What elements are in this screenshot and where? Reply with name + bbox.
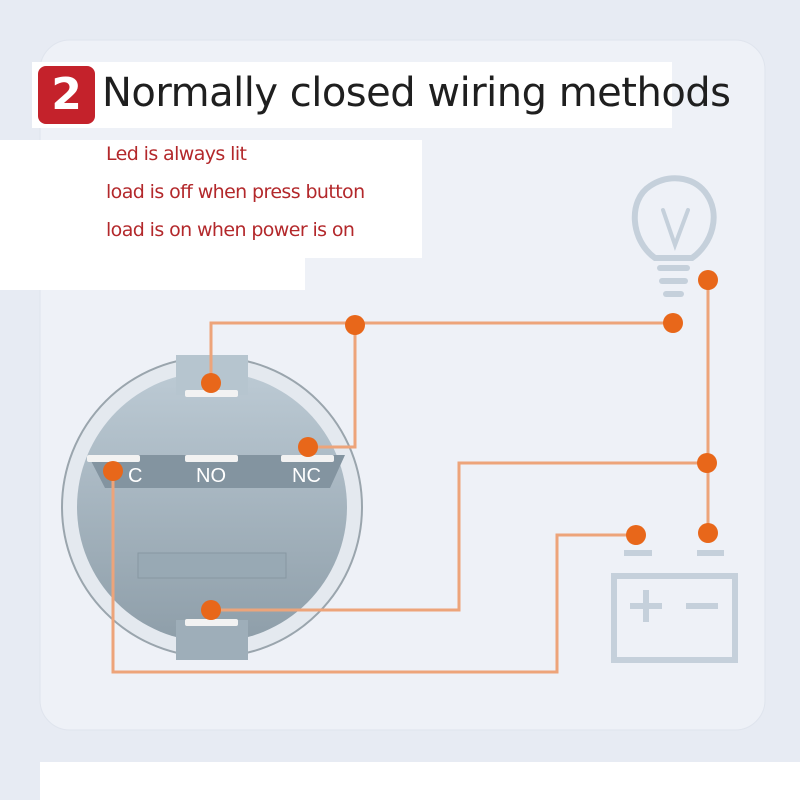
notes-panel	[0, 140, 422, 258]
title-banner	[32, 62, 672, 128]
wires	[111, 280, 710, 674]
top-terminal-dot	[201, 373, 221, 393]
bottom-panel	[40, 762, 800, 800]
nc-terminal-dot	[298, 437, 318, 457]
note-line: Led is always lit	[106, 143, 247, 165]
pin-label-no: NO	[196, 465, 226, 487]
page-title: Normally closed wiring methods	[102, 70, 731, 116]
battery-positive-dot	[626, 525, 646, 545]
notes-panel-extension	[0, 255, 305, 290]
junction-dot	[345, 315, 365, 335]
terminal-dots	[103, 270, 718, 620]
junction-dot	[697, 453, 717, 473]
bulb-terminal-dot	[663, 313, 683, 333]
battery-negative-dot	[698, 523, 718, 543]
bulb-terminal-dot	[698, 270, 718, 290]
pin-label-c: C	[128, 465, 143, 487]
step-badge: 2	[38, 66, 95, 124]
c-terminal-dot	[103, 461, 123, 481]
note-line: load is on when power is on	[106, 219, 355, 241]
pin-label-nc: NC	[292, 465, 321, 487]
light-bulb-icon	[631, 175, 717, 297]
push-button-switch-icon	[61, 355, 363, 660]
battery-icon	[611, 550, 738, 663]
note-line: load is off when press button	[106, 181, 365, 203]
bottom-terminal-dot	[201, 600, 221, 620]
